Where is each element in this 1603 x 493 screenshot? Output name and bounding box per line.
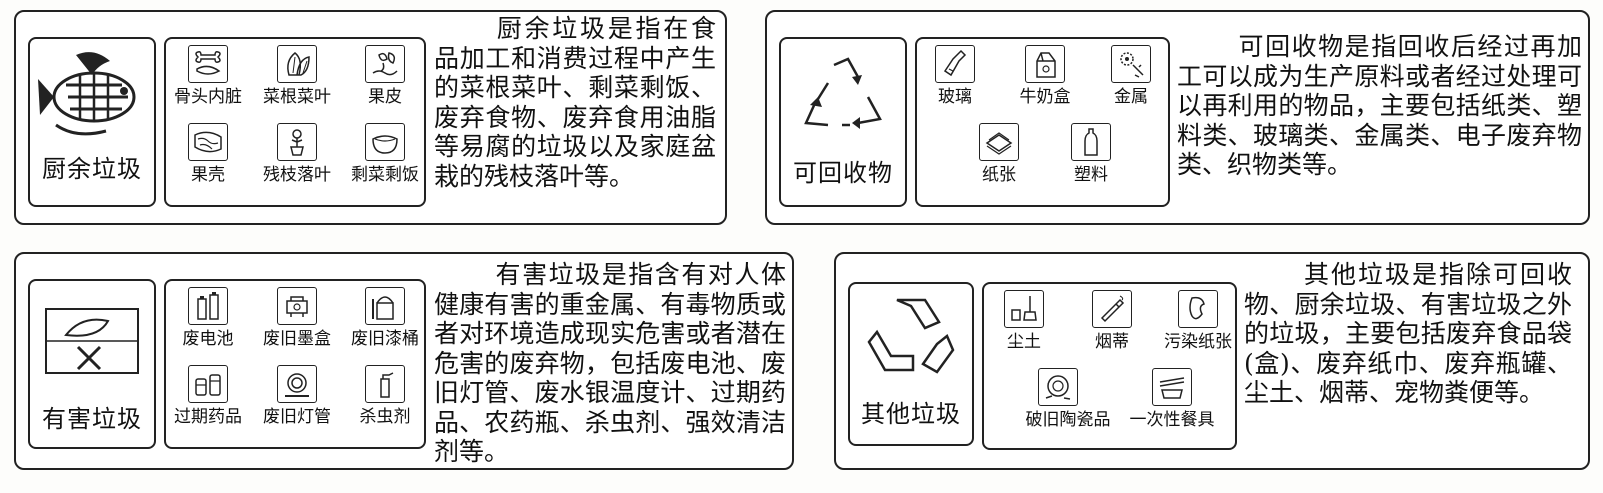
disposable-tableware-icon [1152,368,1192,406]
vegetable-leaf-icon [277,45,317,83]
item-waste-battery: 废电池 [156,287,260,349]
panel-recyclable: 可回收物 玻璃 牛奶盒 金属 纸张 [765,10,1590,225]
medicine-icon [188,365,228,403]
potted-plant-icon [277,123,317,161]
item-fruit-peel: 果皮 [333,45,437,107]
category-box-recyclable: 可回收物 [779,37,907,207]
item-plastic: 塑料 [1039,123,1143,185]
category-box-other-waste: 其他垃圾 [848,282,974,446]
dust-broom-icon [1004,290,1044,328]
items-box-recyclable: 玻璃 牛奶盒 金属 纸张 塑料 [915,37,1170,207]
items-box-other-waste: 尘土 烟蒂 污染纸张 破旧陶瓷品 一次性餐具 [982,282,1237,450]
spray-can-icon [365,365,405,403]
fruit-peel-icon [365,45,405,83]
item-paint-bucket: 废旧漆桶 [333,287,437,349]
cigarette-icon [1092,290,1132,328]
hazardous-bin-icon [42,301,142,385]
panel-other-waste: 其他垃圾 尘土 烟蒂 污染纸张 破旧陶瓷品 [834,252,1590,470]
item-glass: 玻璃 [903,45,1007,107]
ink-cartridge-icon [277,287,317,325]
glass-bottle-icon [935,45,975,83]
other-waste-arrows-icon [863,292,959,386]
item-paper: 纸张 [947,123,1051,185]
description-recyclable: 可回收物是指回收后经过再加工可以成为生产原料或者经过处理可以再利用的物品，主要包… [1177,32,1582,179]
items-box-hazardous: 废电池 废旧墨盒 废旧漆桶 过期药品 废旧灯管 [164,279,426,449]
dirty-paper-icon [1178,290,1218,328]
paper-stack-icon [979,123,1019,161]
item-metal: 金属 [1079,45,1183,107]
lamp-tube-icon [277,365,317,403]
category-label: 可回收物 [793,159,893,187]
category-label: 其他垃圾 [861,400,961,428]
item-expired-medicine: 过期药品 [156,365,260,427]
item-nut-shell: 果壳 [156,123,260,185]
item-ink-cartridge: 废旧墨盒 [245,287,349,349]
description-food-waste: 厨余垃圾是指在食品加工和消费过程中产生的菜根菜叶、剩菜剩饭、废弃食物、废弃食用油… [434,14,716,191]
item-lamp-tube: 废旧灯管 [245,365,349,427]
bone-icon [188,45,228,83]
category-box-hazardous: 有害垃圾 [28,279,156,449]
fish-bone-icon [36,45,148,147]
description-hazardous: 有害垃圾是指含有对人体健康有害的重金属、有毒物质或者对环境造成现实危害或者潜在危… [434,260,786,466]
item-soiled-paper: 污染纸张 [1146,290,1250,352]
category-label: 有害垃圾 [42,405,142,433]
plastic-bottle-icon [1071,123,1111,161]
item-disposable-tableware: 一次性餐具 [1120,368,1224,430]
items-box-food-waste: 骨头内脏 菜根菜叶 果皮 果壳 残枝落叶 [164,37,426,207]
description-other-waste: 其他垃圾是指除可回收物、厨余垃圾、有害垃圾之外的垃圾，主要包括废弃食品袋(盒)、… [1244,260,1572,407]
milk-carton-icon [1025,45,1065,83]
broken-ceramic-icon [1038,368,1078,406]
item-cigarette-butt: 烟蒂 [1060,290,1164,352]
item-milk-carton: 牛奶盒 [993,45,1097,107]
item-vegetable-leaves: 菜根菜叶 [245,45,349,107]
metal-gear-icon [1111,45,1151,83]
panel-food-waste: 厨余垃圾 骨头内脏 菜根菜叶 果皮 果壳 [14,10,727,225]
leftover-bowl-icon [365,123,405,161]
item-leftovers: 剩菜剩饭 [333,123,437,185]
category-label: 厨余垃圾 [42,155,142,183]
item-insecticide: 杀虫剂 [333,365,437,427]
item-broken-ceramics: 破旧陶瓷品 [1006,368,1111,430]
nut-shell-icon [188,123,228,161]
item-bone-offal: 骨头内脏 [156,45,260,107]
category-box-food-waste: 厨余垃圾 [28,37,156,207]
recycle-icon [798,53,888,141]
item-dust: 尘土 [972,290,1076,352]
paint-bucket-icon [365,287,405,325]
panel-hazardous: 有害垃圾 废电池 废旧墨盒 废旧漆桶 过期药品 [14,252,794,470]
battery-icon [188,287,228,325]
item-branches-leaves: 残枝落叶 [245,123,349,185]
